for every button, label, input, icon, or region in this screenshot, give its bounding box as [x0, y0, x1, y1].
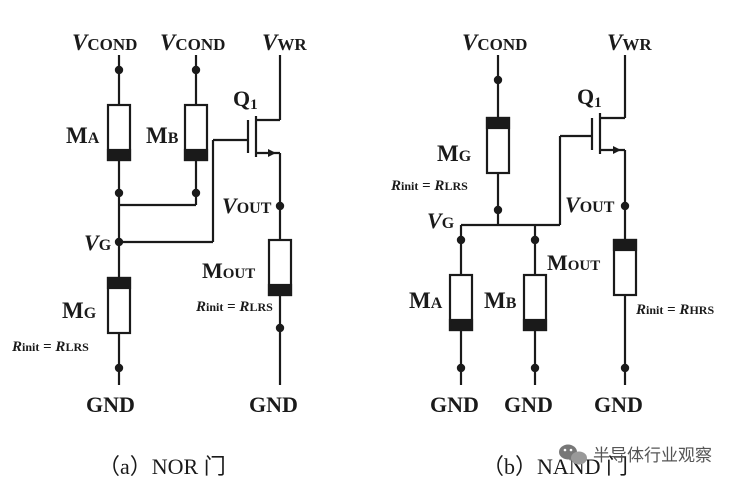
label-gnd-right: GND — [249, 392, 298, 417]
label-vout: VOUT — [565, 192, 615, 217]
label-vwr: VWR — [262, 30, 307, 55]
node-dot — [114, 188, 124, 198]
label-vcond-right: VCOND — [160, 30, 225, 55]
label-vcond: VCOND — [462, 30, 527, 55]
caption-nor: （a）NOR 门 — [98, 454, 226, 479]
watermark: 半导体行业观察 — [559, 444, 712, 466]
caption-nand: （b）NAND 门 — [482, 454, 628, 479]
label-mg-rinit: Rinit = RLRS — [390, 178, 468, 194]
label-ma: MA — [409, 288, 443, 313]
q1-arrow — [268, 149, 276, 157]
label-mg-rinit: Rinit = RLRS — [11, 339, 89, 355]
label-mg: MG — [437, 141, 472, 166]
nor-circuit — [106, 55, 293, 385]
label-mout-rinit: Rinit = RHRS — [635, 302, 714, 318]
memristor-mg-band — [106, 276, 132, 290]
memristor-mb-band — [183, 148, 209, 162]
node-dot — [114, 363, 124, 373]
nand-nodes — [456, 75, 630, 373]
q1-arrow — [613, 146, 621, 154]
node-dot — [493, 205, 503, 215]
label-vwr: VWR — [607, 30, 652, 55]
memristor-ma-band — [106, 148, 132, 162]
label-gnd-out: GND — [594, 392, 643, 417]
memristor-ma-band — [448, 318, 474, 332]
node-dot — [275, 323, 285, 333]
label-vg: VG — [427, 208, 455, 233]
label-vout: VOUT — [222, 193, 272, 218]
label-mout: MOUT — [547, 250, 600, 275]
node-dot — [530, 235, 540, 245]
label-q1: Q1 — [233, 86, 258, 113]
node-dot — [620, 363, 630, 373]
node-dot — [456, 363, 466, 373]
memristor-mout-band — [612, 238, 638, 252]
watermark-text: 半导体行业观察 — [593, 446, 712, 466]
label-q1: Q1 — [577, 84, 602, 111]
wechat-bubble-icon — [559, 444, 587, 465]
label-gnd-a: GND — [430, 392, 479, 417]
node-dot — [191, 188, 201, 198]
label-mout-rinit: Rinit = RLRS — [195, 299, 273, 315]
node-dot — [275, 201, 285, 211]
label-mb: MB — [484, 288, 517, 313]
label-ma: MA — [66, 123, 100, 148]
node-dot — [114, 65, 124, 75]
memristor-mb-band — [522, 318, 548, 332]
label-mout: MOUT — [202, 258, 255, 283]
label-gnd-b: GND — [504, 392, 553, 417]
label-mb: MB — [146, 123, 179, 148]
node-dot — [493, 75, 503, 85]
node-dot — [456, 235, 466, 245]
label-mg: MG — [62, 298, 97, 323]
memristor-mout-band — [267, 283, 293, 297]
node-dot — [191, 65, 201, 75]
label-vcond-left: VCOND — [72, 30, 137, 55]
memristor-mg-band — [485, 116, 511, 130]
node-dot — [530, 363, 540, 373]
node-dot — [620, 201, 630, 211]
label-vg: VG — [84, 230, 112, 255]
label-gnd-left: GND — [86, 392, 135, 417]
nand-circuit — [448, 55, 638, 385]
node-dot — [114, 237, 124, 247]
nor-nodes — [114, 65, 285, 373]
